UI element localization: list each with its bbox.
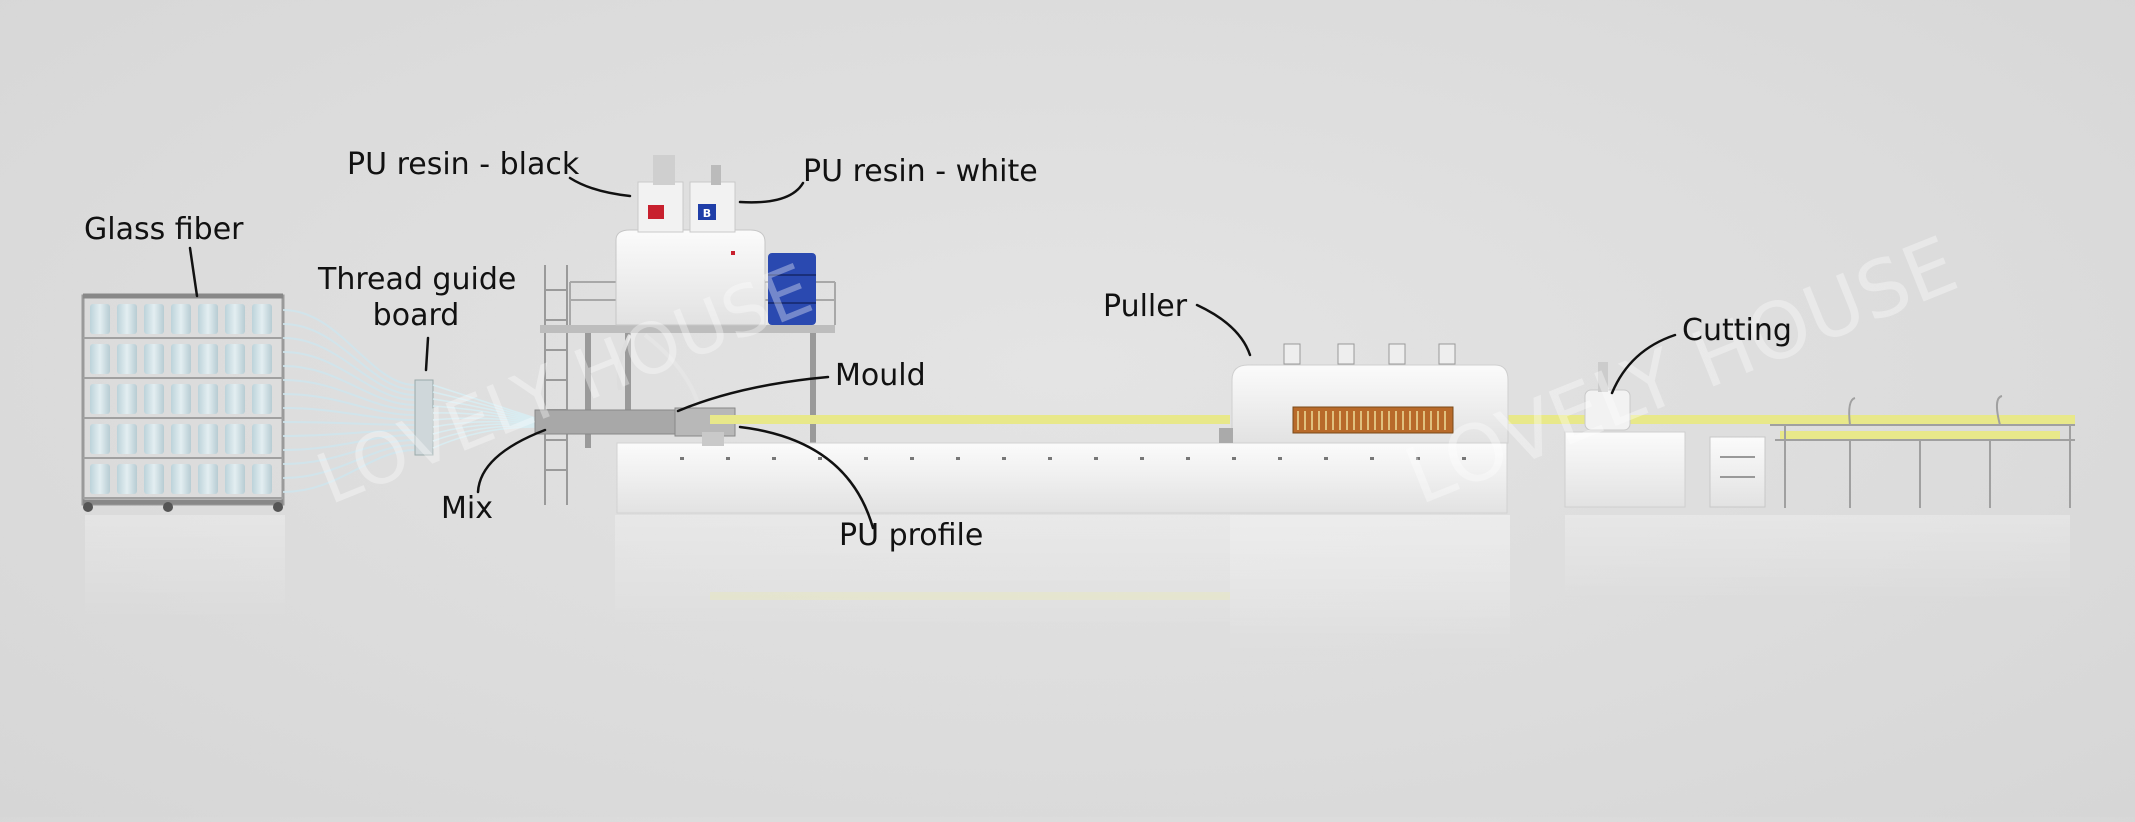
leader-cutting [1610,333,1677,395]
fiber-spool [117,344,137,374]
leader-puller [1195,303,1252,357]
label-mix: Mix [441,491,493,526]
fiber-spool [117,424,137,454]
leader-pu-profile [738,425,875,530]
fiber-spool [144,344,164,374]
fiber-spools [83,304,283,499]
fiber-spool [171,464,191,494]
fiber-spool [117,304,137,334]
pu-profile-bar-right [1505,415,2075,424]
fiber-spool [90,344,110,374]
fiber-spool [252,344,272,374]
glass-fiber-creel [81,293,285,512]
mix-head [534,409,676,435]
fiber-spool [198,384,218,414]
ladder [544,265,568,505]
fiber-spool [144,464,164,494]
leader-resin-white [738,181,805,204]
metering-machine: B [615,155,766,326]
fiber-strands [282,309,416,493]
label-pu-profile: PU profile [839,518,984,553]
fiber-spool [90,464,110,494]
thread-guide-board [414,379,434,456]
fiber-spool [171,304,191,334]
leader-resin-black [568,176,632,198]
fiber-spool [225,344,245,374]
tank-blue-badge [698,204,716,220]
fiber-spool [90,424,110,454]
fiber-spool [117,384,137,414]
fiber-spool [171,344,191,374]
leader-lines [188,176,1677,530]
label-glass-fiber: Glass fiber [84,212,244,247]
fiber-spool [198,304,218,334]
fiber-spool [144,424,164,454]
tank-red-badge [648,205,664,219]
label-puller: Puller [1103,289,1188,324]
resin-drum [768,253,816,325]
fiber-spool [171,384,191,414]
fiber-spool [225,384,245,414]
fiber-spool [144,304,164,334]
puller-machine [1219,343,1509,444]
fiber-spool [252,424,272,454]
label-thread-guide-board: Thread guide board [318,262,517,334]
label-cutting: Cutting [1682,313,1792,348]
fiber-spool [117,464,137,494]
fiber-spool [252,464,272,494]
fiber-spool [144,384,164,414]
output-conveyor [1770,395,2075,508]
fiber-spool [225,304,245,334]
leader-mould [676,375,830,413]
fiber-spool [225,464,245,494]
label-pu-resin-black: PU resin - black [347,147,580,182]
cutting-machine [1564,362,1766,508]
fiber-spool [171,424,191,454]
pu-profile-bar [710,415,1230,424]
main-bench [616,442,1508,514]
floor-reflection [85,515,2070,665]
leader-thread-guide [424,336,430,372]
fiber-spool [198,464,218,494]
leader-mix [476,428,547,494]
fiber-spool [252,384,272,414]
tank-letter-b: B [703,207,711,220]
fiber-spool [90,304,110,334]
fiber-spool [252,304,272,334]
fiber-spool [198,424,218,454]
fiber-spool [90,384,110,414]
label-mould: Mould [835,358,926,393]
leader-glass-fiber [188,246,199,298]
label-thread-guide-line2: board [372,298,460,333]
fiber-spool [198,344,218,374]
label-pu-resin-white: PU resin - white [803,154,1038,189]
fiber-spool [225,424,245,454]
label-thread-guide-line1: Thread guide [318,262,517,297]
